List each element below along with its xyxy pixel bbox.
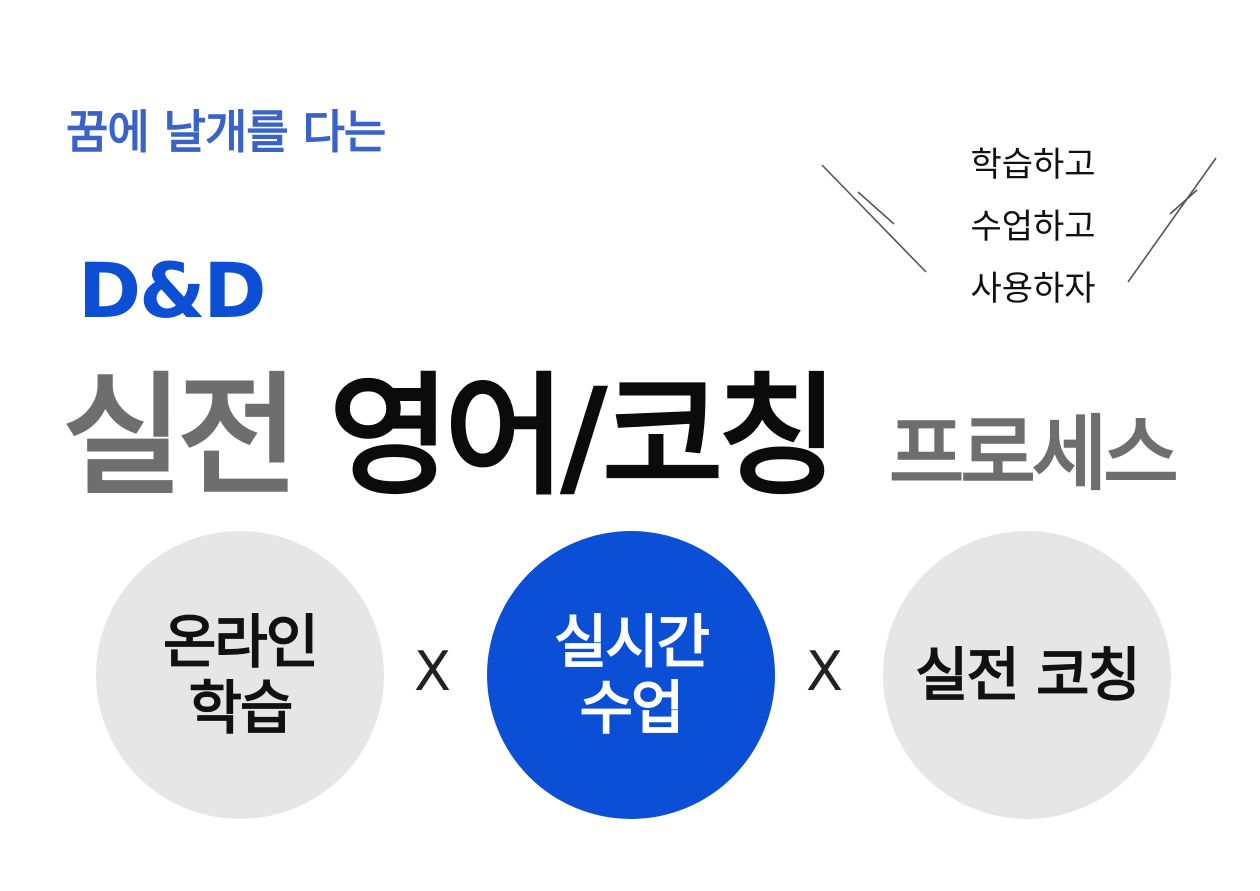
brand-logo-text: D&D: [78, 246, 266, 335]
deco-line-left-2: [857, 191, 895, 225]
step-live-class: 실시간 수업: [487, 531, 775, 819]
headline-part-english-coaching: 영어/코칭: [328, 360, 839, 514]
multiply-sign: X: [806, 640, 843, 703]
slogan: 학습하고 수업하고 사용하자: [948, 134, 1118, 320]
deco-line-left-1: [821, 164, 927, 273]
tagline: 꿈에 날개를 다는: [66, 105, 386, 159]
step-label-line: 수업: [579, 674, 685, 742]
step-label-line: 온라인: [162, 608, 319, 676]
step-practical-coaching: 실전 코칭: [883, 531, 1171, 819]
deco-line-right-1: [1127, 157, 1217, 283]
step-online-learning: 온라인 학습: [96, 531, 384, 819]
headline-part-practical: 실전: [62, 360, 299, 514]
slogan-line-class: 수업하고: [970, 207, 1096, 247]
slogan-line-learn: 학습하고: [970, 145, 1096, 185]
multiply-sign: X: [414, 640, 451, 703]
step-label-line: 실시간: [553, 608, 710, 676]
step-label-line: 실전 코칭: [915, 641, 1141, 709]
headline-part-process: 프로세스: [888, 407, 1179, 502]
slogan-line-use: 사용하자: [970, 269, 1096, 309]
deco-line-right-2: [1169, 189, 1198, 215]
step-label-line: 학습: [188, 674, 294, 742]
